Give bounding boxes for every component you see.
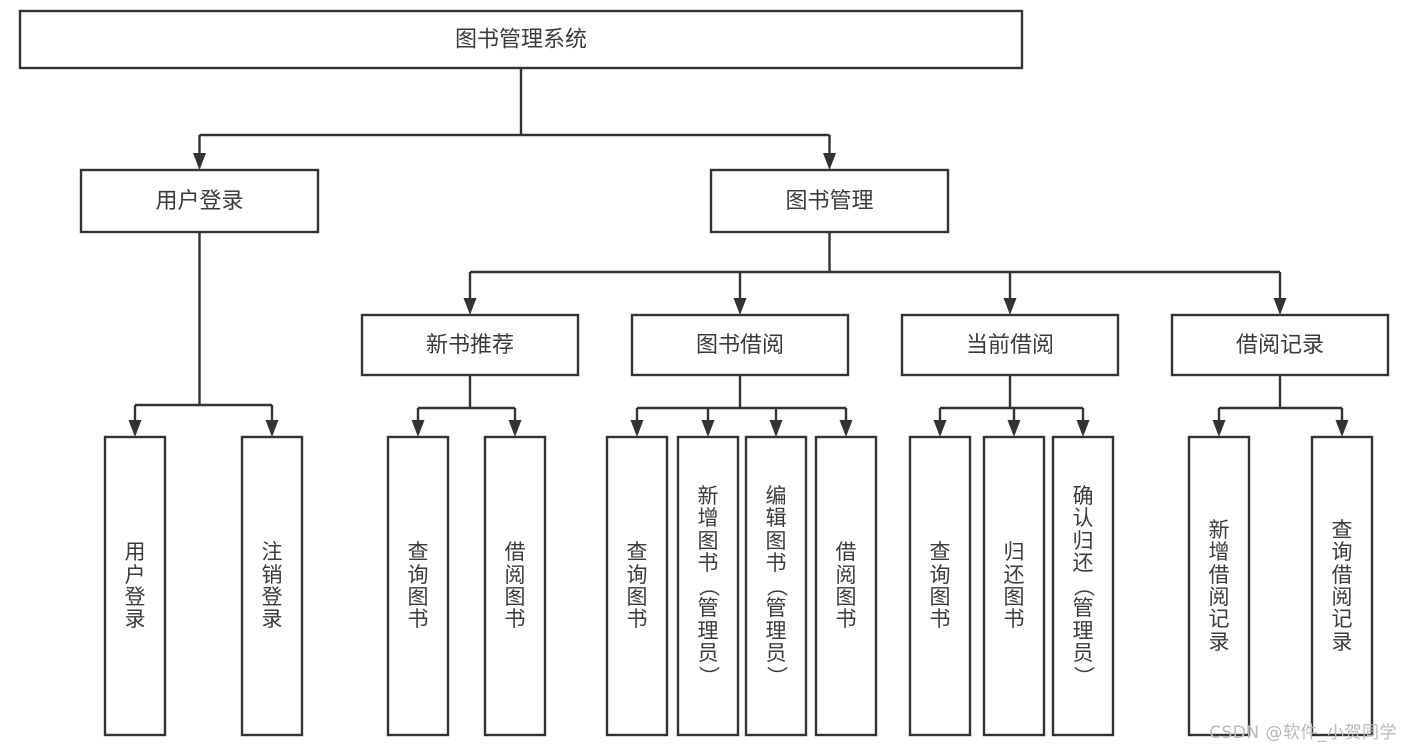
- arrow-head-icon: [1076, 420, 1090, 437]
- node-box-current-return-book[interactable]: [982, 435, 1046, 737]
- arrow-head-icon: [701, 420, 715, 437]
- node-box-recommend-borrow-book[interactable]: [483, 435, 547, 737]
- node-box-borrow-add-book[interactable]: [676, 435, 740, 737]
- node-box-borrow-edit-book[interactable]: [744, 435, 808, 737]
- node-label-user-login: 用户登录: [155, 189, 243, 214]
- arrow-head-icon: [508, 420, 522, 437]
- node-box-current-confirm-return[interactable]: [1051, 435, 1115, 737]
- arrow-head-icon: [1335, 420, 1349, 437]
- arrow-head-icon: [1212, 420, 1226, 437]
- node-box-borrow-borrow-book[interactable]: [814, 435, 878, 737]
- node-box-current-borrow[interactable]: [900, 313, 1120, 377]
- arrow-head-icon: [1273, 298, 1287, 315]
- node-box-borrow-record[interactable]: [1170, 313, 1390, 377]
- arrow-head-icon: [193, 153, 206, 170]
- node-box-root[interactable]: [18, 9, 1024, 70]
- arrow-head-icon: [769, 420, 783, 437]
- node-box-user-logout-leaf[interactable]: [240, 435, 304, 737]
- node-label-book-borrow: 图书借阅: [696, 333, 784, 358]
- node-box-borrow-query-book[interactable]: [605, 435, 669, 737]
- arrow-head-icon: [1007, 420, 1021, 437]
- box-layer: [18, 9, 1390, 737]
- node-box-book-manage[interactable]: [709, 168, 950, 234]
- node-box-user-login[interactable]: [79, 168, 320, 234]
- node-box-record-query[interactable]: [1310, 435, 1374, 737]
- node-box-new-book-recommend[interactable]: [360, 313, 580, 377]
- node-label-current-borrow: 当前借阅: [966, 333, 1054, 358]
- node-box-current-query-book[interactable]: [908, 435, 972, 737]
- arrow-head-icon: [265, 420, 279, 437]
- arrow-head-icon: [128, 420, 142, 437]
- node-box-record-add[interactable]: [1187, 435, 1251, 737]
- csdn-watermark: CSDN @软件_小贺同学: [1209, 723, 1397, 743]
- arrow-head-icon: [463, 298, 477, 315]
- arrow-head-icon: [411, 420, 425, 437]
- arrow-head-icon: [1003, 298, 1017, 315]
- arrow-head-icon: [933, 420, 947, 437]
- arrow-head-icon: [733, 298, 747, 315]
- node-label-book-manage: 图书管理: [785, 189, 873, 214]
- node-label-new-book-recommend: 新书推荐: [426, 333, 514, 358]
- node-label-borrow-record: 借阅记录: [1236, 333, 1324, 358]
- node-box-book-borrow[interactable]: [630, 313, 850, 377]
- node-box-recommend-query-book[interactable]: [386, 435, 450, 737]
- node-label-root: 图书管理系统: [455, 28, 587, 53]
- arrow-head-icon: [839, 420, 853, 437]
- arrow-head-icon: [630, 420, 644, 437]
- node-box-user-login-leaf[interactable]: [103, 435, 167, 737]
- arrow-head-icon: [823, 153, 836, 170]
- connector-layer: [128, 68, 1349, 437]
